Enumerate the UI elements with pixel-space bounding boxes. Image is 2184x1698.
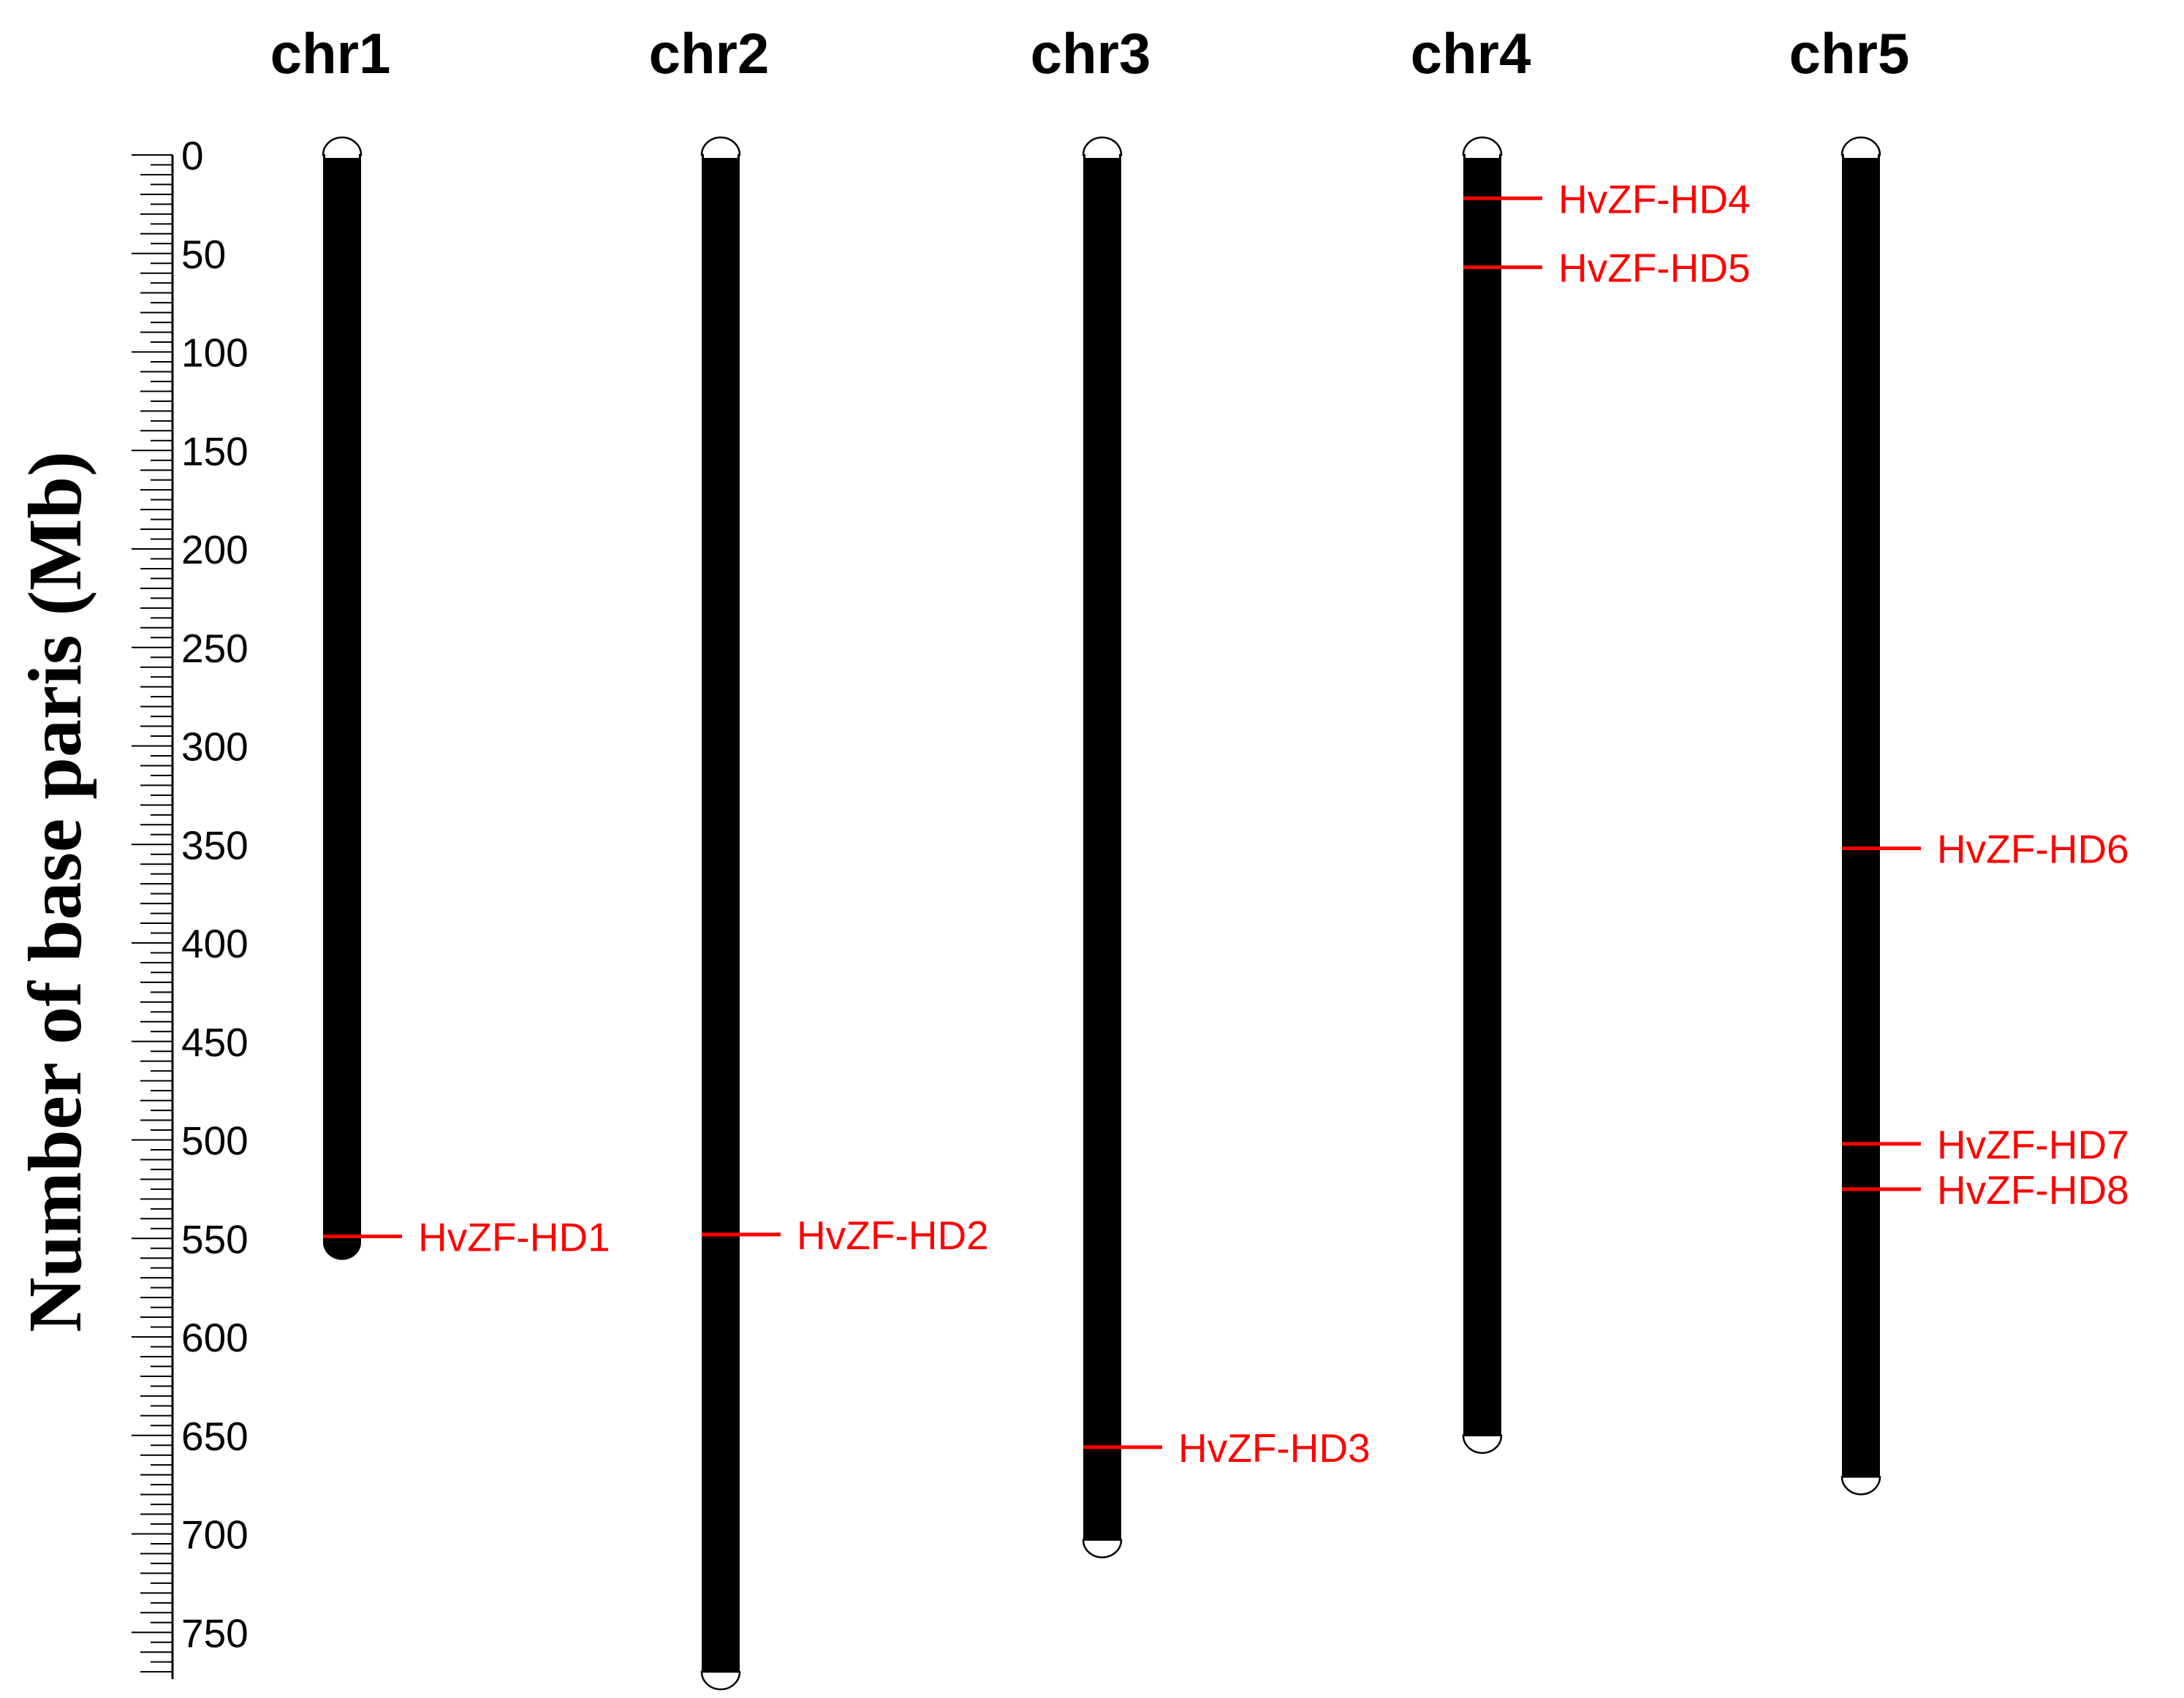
telomere-cap bbox=[1840, 136, 1881, 156]
chromosome-title: chr1 bbox=[270, 21, 391, 86]
gene-label: HvZF-HD4 bbox=[1558, 176, 1751, 221]
y-axis-title: Number of base paris (Mb) bbox=[13, 451, 97, 1333]
chromosome-body bbox=[323, 155, 361, 1243]
telomere-cap bbox=[700, 1670, 741, 1691]
chromosome-title: chr4 bbox=[1411, 21, 1531, 86]
tick-label: 300 bbox=[181, 724, 249, 770]
gene-HvZF-HD4: HvZF-HD4 bbox=[1463, 176, 1751, 221]
chromosome-title: chr2 bbox=[649, 21, 770, 86]
gene-HvZF-HD7: HvZF-HD7 bbox=[1842, 1122, 2129, 1167]
tick-label: 0 bbox=[181, 133, 204, 178]
chromosome-title: chr3 bbox=[1031, 21, 1151, 86]
gene-label: HvZF-HD1 bbox=[418, 1215, 610, 1260]
tick-label: 150 bbox=[181, 428, 249, 474]
gene-HvZF-HD8: HvZF-HD8 bbox=[1842, 1167, 2129, 1213]
gene-label: HvZF-HD7 bbox=[1937, 1122, 2129, 1167]
tick-label: 350 bbox=[181, 822, 249, 868]
gene-label: HvZF-HD8 bbox=[1937, 1167, 2129, 1213]
telomere-cap bbox=[1462, 136, 1503, 156]
chromosome-body bbox=[702, 155, 740, 1672]
telomere-cap bbox=[322, 136, 363, 156]
telomere-cap bbox=[1840, 1476, 1881, 1496]
tick-label: 550 bbox=[181, 1216, 249, 1262]
gene-HvZF-HD6: HvZF-HD6 bbox=[1842, 827, 2129, 872]
chromosome-chr3: chr3 bbox=[1031, 21, 1151, 1558]
gene-HvZF-HD3: HvZF-HD3 bbox=[1083, 1425, 1370, 1471]
telomere-band bbox=[704, 153, 738, 158]
telomere-band bbox=[1085, 153, 1119, 158]
telomere-band bbox=[1466, 153, 1499, 158]
y-axis: 0 50 100 150 200 250 300 350 400 450 500 550 600 650 7… bbox=[132, 133, 249, 1680]
tick-label: 500 bbox=[181, 1118, 249, 1164]
telomere-cap bbox=[1082, 1539, 1123, 1558]
gene-HvZF-HD1: HvZF-HD1 bbox=[323, 1215, 610, 1260]
tick-label: 600 bbox=[181, 1315, 249, 1360]
tick-label: 750 bbox=[181, 1610, 249, 1656]
telomere-cap bbox=[1082, 136, 1123, 156]
chromosomes: chr1 chr2 chr3 chr4 chr5 bbox=[270, 21, 1910, 1691]
gene-HvZF-HD5: HvZF-HD5 bbox=[1463, 246, 1751, 291]
chromosome-body bbox=[1463, 155, 1501, 1436]
chromosome-body bbox=[1842, 155, 1880, 1477]
chromosome-chr5: chr5 bbox=[1789, 21, 1910, 1496]
gene-label: HvZF-HD6 bbox=[1937, 827, 2129, 872]
telomere-cap bbox=[700, 136, 741, 156]
telomere-band bbox=[1844, 153, 1878, 158]
tick-label: 250 bbox=[181, 626, 249, 671]
tick-label: 50 bbox=[181, 232, 226, 277]
tick-label: 200 bbox=[181, 527, 249, 572]
chromosome-chr4: chr4 bbox=[1411, 21, 1531, 1454]
tick-label: 650 bbox=[181, 1414, 249, 1459]
telomere-cap bbox=[1462, 1434, 1503, 1454]
tick-label: 400 bbox=[181, 921, 249, 966]
chromosome-body bbox=[1083, 155, 1121, 1540]
gene-label: HvZF-HD5 bbox=[1558, 246, 1751, 291]
chromosome-chr2: chr2 bbox=[649, 21, 770, 1691]
gene-label: HvZF-HD3 bbox=[1178, 1425, 1370, 1471]
tick-label: 450 bbox=[181, 1020, 249, 1065]
tick-label: 100 bbox=[181, 330, 249, 376]
gene-HvZF-HD2: HvZF-HD2 bbox=[702, 1213, 989, 1258]
chromosome-title: chr5 bbox=[1789, 21, 1910, 86]
telomere-band bbox=[325, 153, 359, 158]
chromosome-chr1: chr1 bbox=[270, 21, 391, 1260]
gene-label: HvZF-HD2 bbox=[797, 1213, 989, 1258]
tick-label: 700 bbox=[181, 1512, 249, 1558]
telomere-cap bbox=[323, 1242, 361, 1260]
